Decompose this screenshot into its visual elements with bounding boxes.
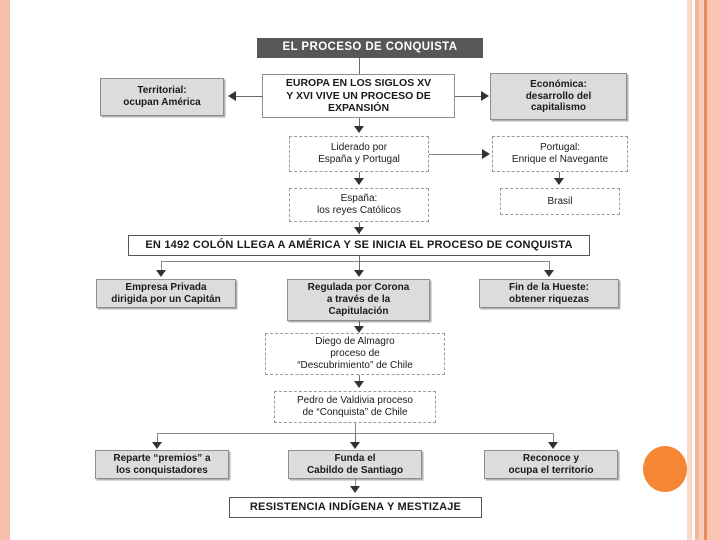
connector-drop-premios	[157, 433, 158, 446]
connector-cabildo-to-resistencia	[355, 479, 356, 490]
node-portugal: Portugal: Enrique el Navegante	[492, 136, 628, 172]
connector-drop-hueste	[549, 261, 550, 274]
node-territorial: Territorial: ocupan América	[100, 78, 224, 116]
connector-drop-empresa	[161, 261, 162, 274]
node-espana-reyes-catolicos: España: los reyes Católicos	[289, 188, 429, 222]
arrow-right-portugal	[482, 149, 490, 159]
connector-drop-territorio	[553, 433, 554, 446]
node-fin-hueste: Fin de la Hueste: obtener riquezas	[479, 279, 619, 308]
arrow-right-economica	[481, 91, 489, 101]
connector-drop-cabildo	[355, 433, 356, 446]
node-reparte-premios: Reparte “premios” a los conquistadores	[95, 450, 229, 479]
arrow-down-espana	[354, 178, 364, 185]
node-empresa-privada: Empresa Privada dirigida por un Capitán	[96, 279, 236, 308]
arrow-down-empresa	[156, 270, 166, 277]
arrow-down-almagro	[354, 326, 364, 333]
node-economica: Económica: desarrollo del capitalismo	[490, 73, 627, 120]
connector-europa-to-economica	[455, 96, 482, 97]
connector-drop-regulada	[359, 261, 360, 274]
node-regulada-corona: Regulada por Corona a través de la Capit…	[287, 279, 430, 321]
node-europa-expansion: EUROPA EN LOS SIGLOS XV Y XVI VIVE UN PR…	[262, 74, 455, 118]
orange-circle-decoration	[643, 446, 687, 492]
connector-title-to-europa	[359, 58, 360, 74]
node-resistencia-indigena: RESISTENCIA INDÍGENA Y MESTIZAJE	[229, 497, 482, 518]
right-edge-stripe-2	[695, 0, 699, 540]
right-edge-stripe-5	[707, 0, 720, 540]
connector-valdivia-stem	[355, 423, 356, 434]
flowchart-title: EL PROCESO DE CONQUISTA	[257, 38, 483, 58]
connector-europa-to-liderado	[359, 118, 360, 132]
arrow-down-hueste	[544, 270, 554, 277]
right-edge-stripe-3	[699, 0, 704, 540]
arrow-down-regulada	[354, 270, 364, 277]
conquest-process-flowchart: EL PROCESO DE CONQUISTA EUROPA EN LOS SI…	[95, 38, 628, 518]
arrow-down-liderado	[354, 126, 364, 133]
arrow-down-valdivia	[354, 381, 364, 388]
arrow-down-premios	[152, 442, 162, 449]
connector-banner1492-bus	[161, 261, 550, 262]
node-pedro-de-valdivia: Pedro de Valdivia proceso de “Conquista”…	[274, 391, 436, 423]
node-diego-de-almagro: Diego de Almagro proceso de “Descubrimie…	[265, 333, 445, 375]
arrow-down-cabildo	[350, 442, 360, 449]
arrow-left-territorial	[228, 91, 236, 101]
right-edge-stripe-4	[704, 0, 707, 540]
node-funda-cabildo: Funda el Cabildo de Santiago	[288, 450, 422, 479]
connector-europa-to-territorial	[236, 96, 263, 97]
arrow-down-resistencia	[350, 486, 360, 493]
node-liderado-por: Liderado por España y Portugal	[289, 136, 429, 172]
node-reconoce-territorio: Reconoce y ocupa el territorio	[484, 450, 618, 479]
right-edge-stripe-1	[687, 0, 692, 540]
connector-banner1492-stem	[359, 256, 360, 262]
arrow-down-banner1492	[354, 227, 364, 234]
node-brasil: Brasil	[500, 188, 620, 215]
left-edge-stripe	[0, 0, 10, 540]
arrow-down-brasil	[554, 178, 564, 185]
node-banner-1492: EN 1492 COLÓN LLEGA A AMÉRICA Y SE INICI…	[128, 235, 590, 256]
connector-liderado-to-portugal	[429, 154, 483, 155]
arrow-down-territorio	[548, 442, 558, 449]
